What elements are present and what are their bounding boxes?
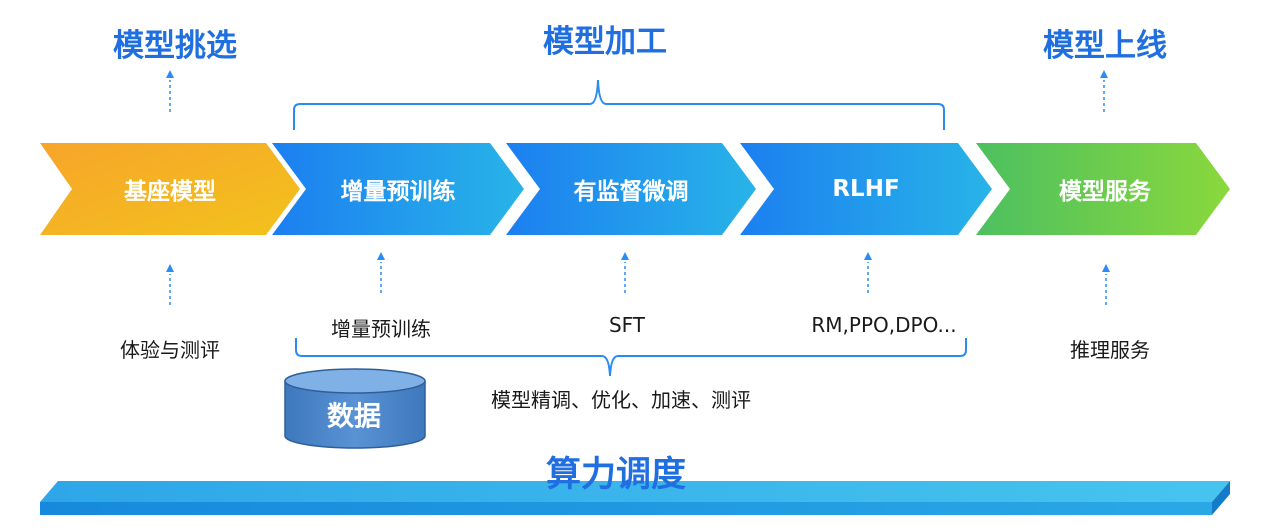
sub-label-sft: SFT (608, 313, 646, 337)
arrow-up-selection (166, 70, 174, 112)
stage-chevron-sft (506, 143, 756, 235)
arrow-up-stage-4 (864, 252, 872, 293)
processing-brace (293, 79, 945, 130)
title-model-processing: 模型加工 (543, 24, 667, 60)
stage-chevron-incremental-pretrain (272, 143, 524, 235)
data-cylinder (284, 368, 426, 449)
arrow-up-stage-5 (1102, 264, 1110, 305)
stage-label-base-model: 基座模型 (124, 179, 216, 205)
title-model-launch: 模型上线 (1043, 28, 1167, 64)
stage-chevron-base-model (40, 143, 300, 235)
stage-chevron-model-service (976, 143, 1230, 235)
stage-chevron-rlhf (740, 143, 992, 235)
title-model-selection: 模型挑选 (113, 28, 237, 64)
stage-label-model-service: 模型服务 (1059, 179, 1151, 205)
processing-sub-brace (295, 338, 967, 377)
data-store-label: 数据 (327, 401, 381, 433)
sub-label-experience-eval: 体验与测评 (120, 338, 220, 362)
compute-platform (40, 481, 1230, 515)
sub-label-rm-ppo-dpo: RM,PPO,DPO... (811, 313, 957, 337)
process-note: 模型精调、优化、加速、测评 (491, 388, 751, 412)
sub-label-inference-service: 推理服务 (1070, 338, 1150, 362)
arrow-up-stage-3 (621, 252, 629, 293)
stage-label-sft: 有监督微调 (573, 179, 689, 205)
stage-label-rlhf: RLHF (832, 176, 900, 202)
sub-label-incremental-pretrain: 增量预训练 (331, 317, 431, 341)
arrow-up-stage-2 (377, 252, 385, 293)
arrow-up-stage-1 (166, 264, 174, 305)
stage-label-incremental-pretrain: 增量预训练 (340, 179, 456, 205)
compute-scheduling-label: 算力调度 (545, 455, 687, 495)
arrow-up-launch (1100, 70, 1108, 112)
